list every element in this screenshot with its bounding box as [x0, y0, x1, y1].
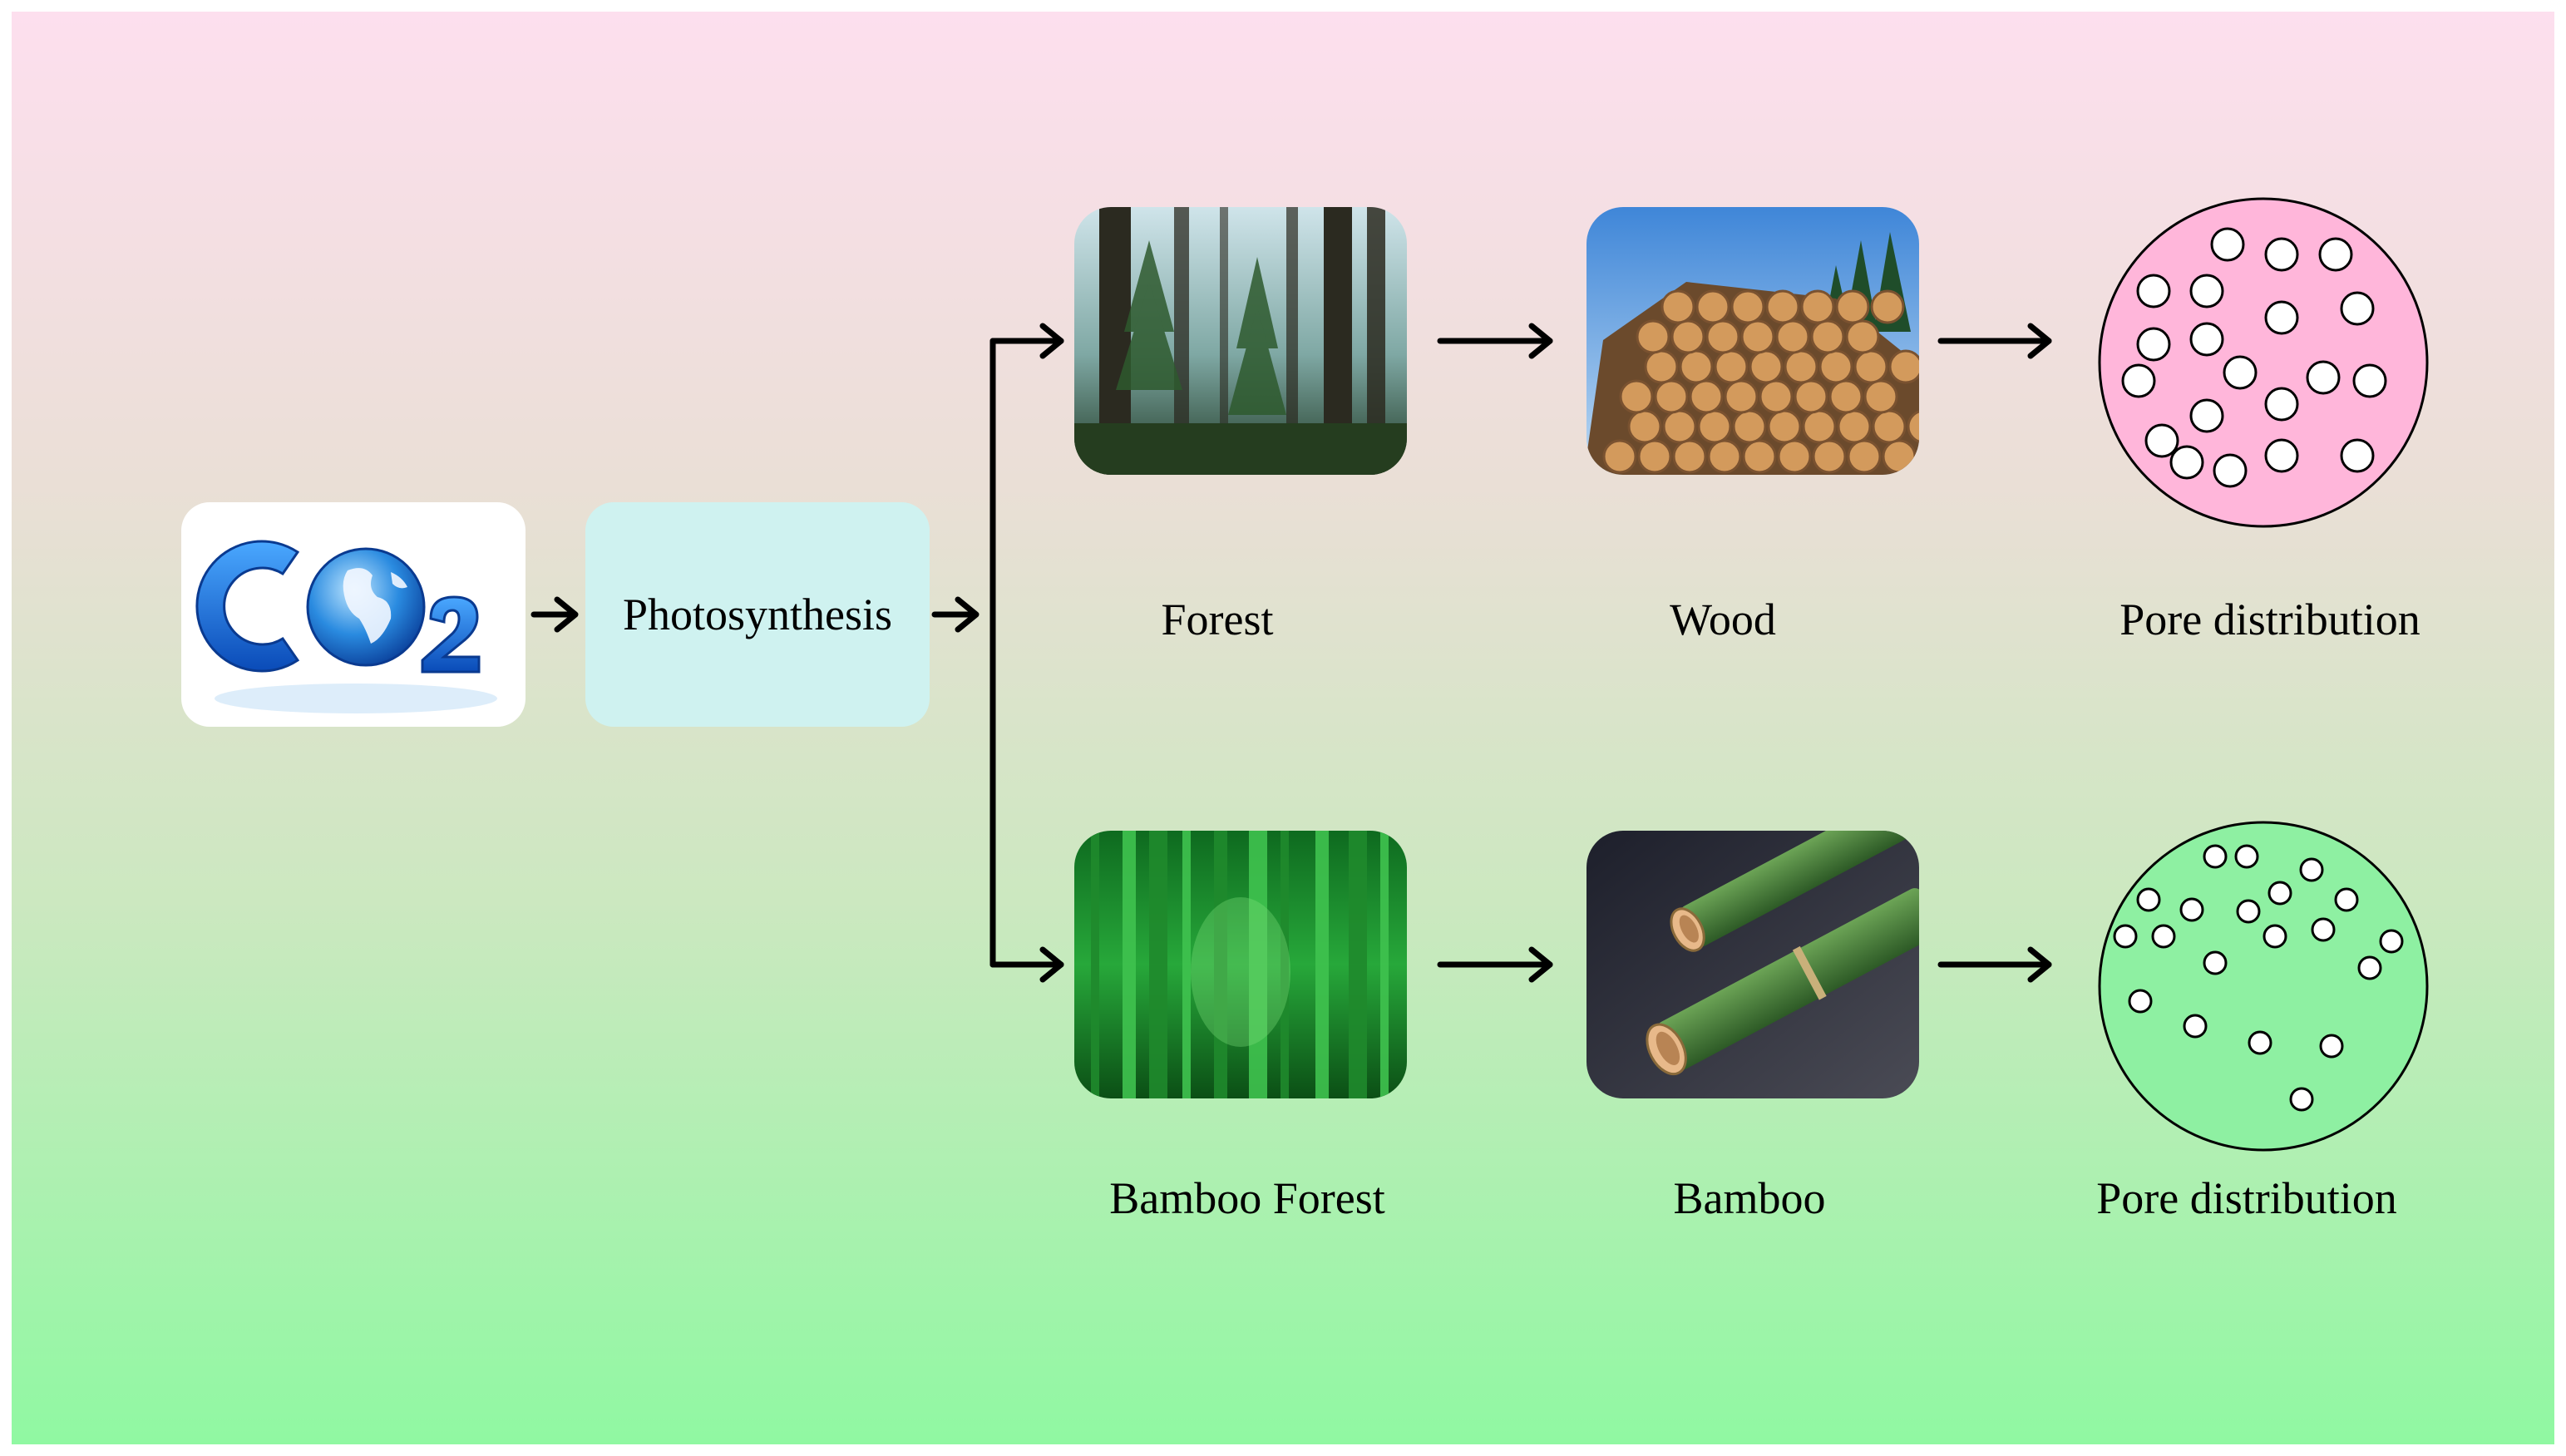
pore: [2299, 857, 2324, 882]
pore-distribution-bottom: [2097, 820, 2430, 1152]
pore: [2179, 897, 2204, 922]
forest-photo: [1074, 207, 1407, 475]
pore: [2151, 924, 2176, 949]
pore: [2357, 955, 2382, 980]
pore: [2334, 887, 2359, 912]
pore: [2248, 1030, 2272, 1055]
pore: [2340, 291, 2375, 326]
wood-label: Wood: [1670, 595, 1776, 644]
pore: [2189, 274, 2224, 308]
pore: [2264, 300, 2299, 335]
pore: [2169, 445, 2204, 480]
pore: [2203, 844, 2228, 869]
pore: [2264, 438, 2299, 473]
pore: [2379, 929, 2404, 954]
pore: [2189, 398, 2224, 433]
pore: [2306, 360, 2341, 395]
pore: [2210, 227, 2245, 262]
pore: [2267, 881, 2292, 906]
diagram-canvas: Photosynthesis: [12, 12, 2554, 1444]
pore: [2289, 1087, 2314, 1112]
forest-label: Forest: [1161, 595, 1274, 644]
pore: [2203, 950, 2228, 975]
co2-source-box: [181, 502, 526, 727]
pore: [2318, 237, 2353, 272]
photosynthesis-label: Photosynthesis: [622, 590, 893, 639]
pore: [2136, 887, 2161, 912]
pore: [2183, 1014, 2208, 1039]
pore: [2136, 327, 2171, 362]
pore: [2136, 274, 2171, 308]
pore-distribution-bottom-label: Pore distribution: [2096, 1173, 2397, 1223]
pore: [2128, 989, 2153, 1014]
pore: [2113, 924, 2138, 949]
pore: [2236, 899, 2261, 924]
co2-globe-icon: [195, 540, 497, 713]
pore: [2319, 1034, 2344, 1059]
pore: [2263, 924, 2287, 949]
pore: [2264, 387, 2299, 422]
pore: [2121, 363, 2156, 398]
pore: [2340, 438, 2375, 473]
photosynthesis-box: Photosynthesis: [585, 502, 930, 727]
pore: [2264, 237, 2299, 272]
log-pile-photo: [1586, 207, 1919, 475]
bamboo-forest-label: Bamboo Forest: [1109, 1173, 1385, 1223]
pore-distribution-top: [2097, 196, 2430, 529]
pore: [2189, 322, 2224, 357]
pore: [2311, 917, 2336, 942]
pore: [2223, 355, 2258, 390]
bamboo-label: Bamboo: [1673, 1173, 1826, 1223]
bamboo-forest-photo: [1074, 831, 1407, 1098]
pore: [2144, 423, 2179, 458]
bamboo-stalk-photo: [1586, 831, 1919, 1098]
pore: [2352, 363, 2387, 398]
pore: [2234, 844, 2259, 869]
pore: [2213, 453, 2248, 488]
pore-distribution-top-label: Pore distribution: [2119, 595, 2420, 644]
